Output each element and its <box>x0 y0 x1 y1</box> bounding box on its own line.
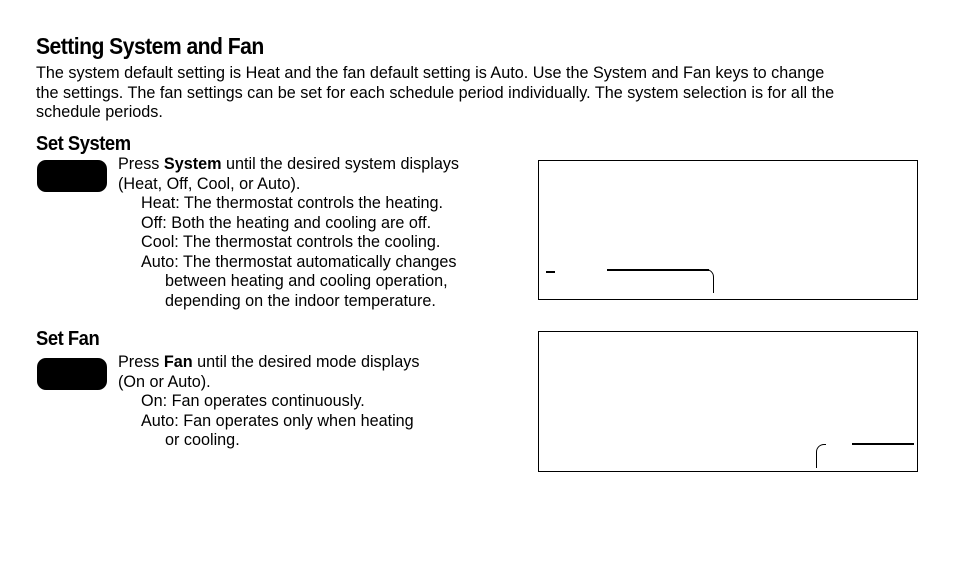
fan-key-label: Fan <box>163 353 193 371</box>
options-text: (Heat, Off, Cool, or Auto). <box>118 174 301 193</box>
auto-description-cont: between heating and cooling operation, <box>165 272 448 290</box>
intro-line: schedule periods. <box>36 103 163 121</box>
options-text: (On or Auto). <box>118 372 211 391</box>
auto-description-cont: or cooling. <box>165 431 240 449</box>
set-fan-heading: Set Fan <box>36 328 100 350</box>
system-key-button[interactable] <box>37 160 107 192</box>
press-text: Press <box>118 155 164 173</box>
auto-description: Auto: Fan operates only when heating <box>141 411 414 430</box>
intro-line: the settings. The fan settings can be se… <box>36 83 835 102</box>
off-description: Off: Both the heating and cooling are of… <box>141 213 432 232</box>
cool-description: Cool: The thermostat controls the coolin… <box>141 233 441 251</box>
display-segment <box>607 269 709 271</box>
auto-description: Auto: The thermostat automatically chang… <box>141 252 457 271</box>
system-display-panel <box>538 160 918 300</box>
instruction-text: until the desired mode displays <box>192 353 420 371</box>
intro-line: The system default setting is Heat and t… <box>36 64 825 82</box>
set-system-heading: Set System <box>36 133 131 155</box>
on-description: On: Fan operates continuously. <box>141 392 365 410</box>
display-segment <box>816 444 826 468</box>
display-segment <box>705 269 714 293</box>
heat-description: Heat: The thermostat controls the heatin… <box>141 194 444 212</box>
set-system-instructions: Press System until the desired system di… <box>118 155 459 311</box>
page-title: Setting System and Fan <box>36 33 264 59</box>
intro-paragraph: The system default setting is Heat and t… <box>36 64 916 123</box>
set-fan-instructions: Press Fan until the desired mode display… <box>118 353 419 451</box>
display-segment <box>852 443 914 445</box>
fan-key-button[interactable] <box>37 358 107 390</box>
system-key-label: System <box>163 155 222 173</box>
auto-description-cont: depending on the indoor temperature. <box>165 291 436 310</box>
instruction-text: until the desired system displays <box>221 155 460 173</box>
press-text: Press <box>118 353 164 371</box>
fan-display-panel <box>538 331 918 472</box>
display-segment <box>546 271 555 273</box>
